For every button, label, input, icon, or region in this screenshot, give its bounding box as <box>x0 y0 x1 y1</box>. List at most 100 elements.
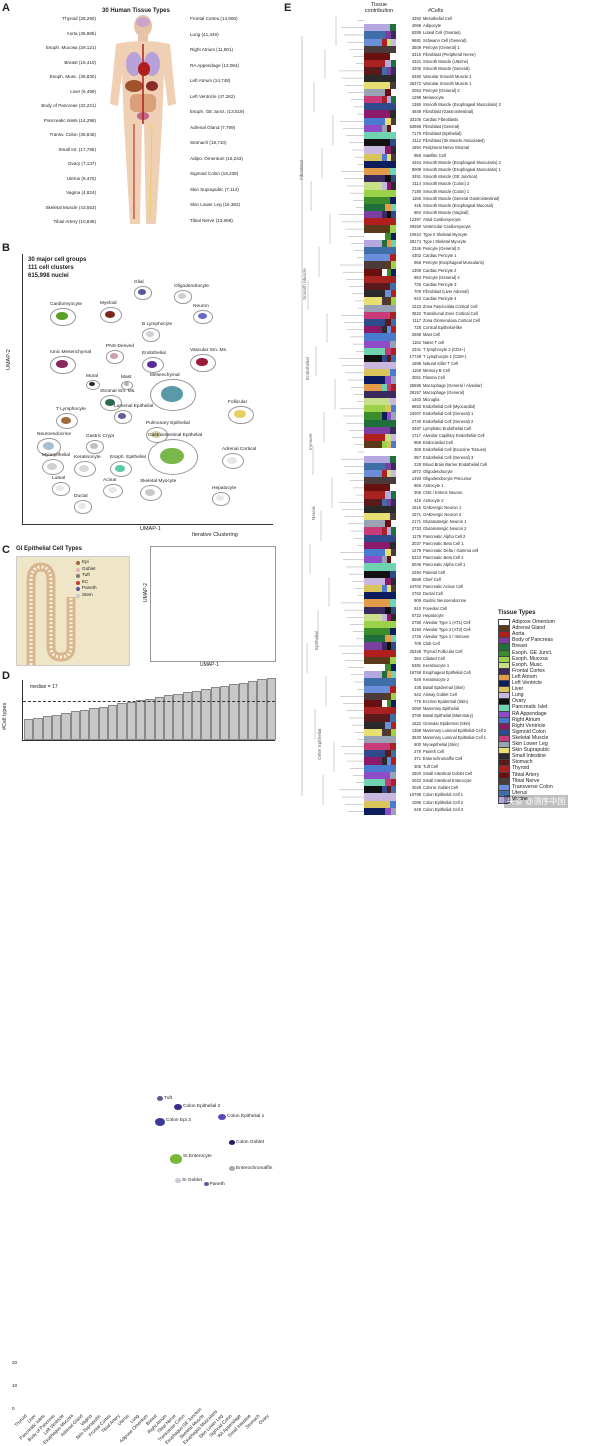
cluster-label: Acinar <box>103 477 117 483</box>
gi-cluster-label: Colon Epi 3 <box>166 1118 191 1123</box>
heatmap-segment <box>364 189 396 197</box>
tissue-bar <box>229 684 239 740</box>
legend-label: Skeletal Muscle <box>512 734 549 741</box>
gi-umap-xaxis: UMAP-1 <box>200 662 219 668</box>
legend-label: Lung <box>512 692 524 699</box>
heatmap-segment <box>390 664 396 672</box>
cluster-name: Lymphatic Endothelial Cell <box>423 425 472 431</box>
heatmap-segment <box>364 103 396 111</box>
heatmap-segment <box>385 549 391 557</box>
heatmap-row <box>364 484 396 492</box>
heatmap-segment <box>382 441 387 449</box>
cluster-name: Cortical Epithelial-like <box>423 325 463 331</box>
cluster-name: Smooth Muscle (GE Junction) <box>423 174 478 180</box>
panel-a-title: 30 Human Tissue Types <box>102 8 170 14</box>
cluster-name: Thyroid Follicular Cell <box>423 648 463 654</box>
gi-legend-label: Stem <box>82 591 93 597</box>
cluster-label: Mural <box>86 373 98 379</box>
tissue-bar <box>117 703 127 740</box>
tissue-bar <box>173 693 183 740</box>
legend-label: Adipose Omentum <box>512 619 555 625</box>
heatmap-row <box>364 570 396 578</box>
heatmap-segment <box>385 520 391 528</box>
gi-cluster-blob <box>170 1154 182 1164</box>
cluster-name: Pancreatic Alpha Cell 1 <box>423 562 466 568</box>
heatmap-row <box>364 340 396 348</box>
cluster-name: Naive T cell <box>423 339 445 345</box>
cluster-outline <box>110 461 132 477</box>
heatmap-segment <box>364 441 383 449</box>
cluster-label: Skeletal Myocyte <box>140 479 177 484</box>
cluster-cell-count: 910 <box>414 605 421 611</box>
cluster-name: Small Intestinal Goblet Cell <box>423 770 473 776</box>
heatmap-segment <box>390 318 396 327</box>
cluster-blob <box>56 359 68 369</box>
heatmap-segment <box>364 52 390 61</box>
heatmap-segment <box>364 160 396 168</box>
cluster-name: Cardiac Pericyte 4 <box>423 296 457 302</box>
header-contribution: contribution <box>364 8 394 14</box>
heatmap-segment <box>364 793 396 801</box>
legend-label: Left Ventricle <box>512 680 542 686</box>
heatmap-segment <box>390 117 396 125</box>
heatmap-segment <box>385 146 391 154</box>
heatmap-segment <box>390 635 396 643</box>
tissue-bar <box>52 714 62 740</box>
heatmap-segment <box>390 405 396 413</box>
heatmap-row <box>364 426 396 434</box>
heatmap-segment <box>364 175 386 183</box>
cluster-name: Pancreatic Delta / Gamma cell <box>423 548 479 553</box>
heatmap-segment <box>389 743 396 751</box>
gi-cluster-blob <box>155 1118 165 1126</box>
heatmap-segment <box>364 628 390 636</box>
cluster-label: Myoepithelial <box>42 453 70 458</box>
cluster-label: Pulmonary Epithelial <box>146 421 190 426</box>
heatmap-segment <box>391 527 397 535</box>
summary-nuclei: 615,998 nuclei <box>28 273 69 279</box>
heatmap-segment <box>364 369 390 377</box>
cluster-label: Esoph. Epithelial <box>110 455 146 460</box>
cluster-name: Basal Epidermal (Skin) <box>423 684 465 690</box>
heatmap-row <box>364 549 396 557</box>
cluster-name: Smooth Muscle (General) <box>423 66 470 72</box>
heatmap-segment <box>391 757 397 765</box>
cluster-cell-count: 4205 <box>411 66 421 72</box>
heatmap-segment <box>364 800 390 808</box>
cluster-outline <box>174 290 192 304</box>
cluster-blob <box>115 464 125 472</box>
cluster-name: Gastric Neuroendocrine <box>423 598 467 604</box>
cluster-name: Luteal Cell (Ovarian) <box>423 30 461 36</box>
cluster-cell-count: 649 <box>414 806 421 812</box>
heatmap-segment <box>391 354 397 363</box>
heatmap-row <box>364 67 397 75</box>
heatmap-segment <box>364 117 386 125</box>
gi-legend-label: Goblet <box>82 565 96 571</box>
heatmap-segment <box>364 24 390 32</box>
cluster-name: Keratinocyte 1 <box>423 663 450 669</box>
y-tick: 10 <box>12 1382 18 1388</box>
heatmap-segment <box>364 81 390 89</box>
heatmap-segment <box>385 606 391 614</box>
cluster-cell-count: 8588 <box>411 576 421 582</box>
heatmap-segment <box>389 81 396 89</box>
heatmap-segment <box>364 139 390 147</box>
heatmap-row <box>364 793 396 801</box>
heatmap-segment <box>364 254 390 262</box>
tissue-label-left: Ovary (7,137) <box>67 161 96 166</box>
heatmap-segment <box>364 45 396 53</box>
heatmap-row <box>364 462 396 470</box>
legend-label: Small Intestine <box>512 753 547 760</box>
heatmap-segment <box>391 469 397 478</box>
cluster-cell-count: 728 <box>414 325 421 331</box>
heatmap-row <box>364 74 396 82</box>
cluster-outline <box>100 307 122 323</box>
heatmap-row <box>364 520 396 528</box>
tissue-label-left: Uterus (8,475) <box>66 175 96 181</box>
tissue-bar <box>164 695 174 740</box>
heatmap-row <box>364 318 396 327</box>
cluster-cell-count: 28157 <box>409 389 421 395</box>
cluster-cell-count: 5722 <box>411 612 421 618</box>
gi-cluster-label: Colon Epithelial 2 <box>183 1104 221 1109</box>
legend-label: Tibial Artery <box>512 771 540 778</box>
heatmap-row <box>364 132 396 140</box>
